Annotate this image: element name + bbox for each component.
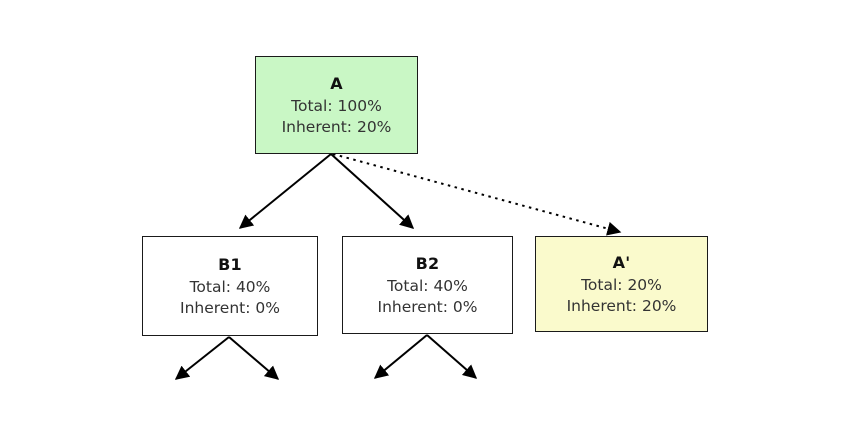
edge-b2-to-child-right <box>426 334 478 379</box>
node-b1-title: B1 <box>218 254 242 274</box>
edge-b2-to-child-left <box>373 334 428 379</box>
node-b2-title: B2 <box>415 253 440 273</box>
edge-b1-to-child-right <box>228 336 280 380</box>
node-b2-inherent: Inherent: 0% <box>377 297 478 316</box>
node-a-inherent: Inherent: 20% <box>281 117 392 136</box>
node-b1-inherent: Inherent: 0% <box>180 298 280 317</box>
node-a-total: Total: 100% <box>291 96 382 115</box>
node-b2-total: Total: 40% <box>387 276 468 295</box>
node-b1-total: Total: 40% <box>189 277 271 296</box>
edge-b1-to-child-left <box>174 336 230 380</box>
node-a-prime-inherent: Inherent: 20% <box>566 296 677 315</box>
edge-a-to-b1 <box>238 153 332 229</box>
node-a-prime-title: A' <box>612 252 631 272</box>
node-a-prime-total: Total: 20% <box>581 275 662 294</box>
node-b1[interactable]: B1 Total: 40% Inherent: 0% <box>142 236 318 336</box>
node-a-prime[interactable]: A' Total: 20% Inherent: 20% <box>535 236 708 332</box>
edge-a-to-b2 <box>330 153 415 229</box>
node-a-title: A <box>330 73 343 93</box>
node-b2[interactable]: B2 Total: 40% Inherent: 0% <box>342 236 513 334</box>
edge-a-to-aprime <box>332 153 622 236</box>
node-a[interactable]: A Total: 100% Inherent: 20% <box>255 56 418 154</box>
